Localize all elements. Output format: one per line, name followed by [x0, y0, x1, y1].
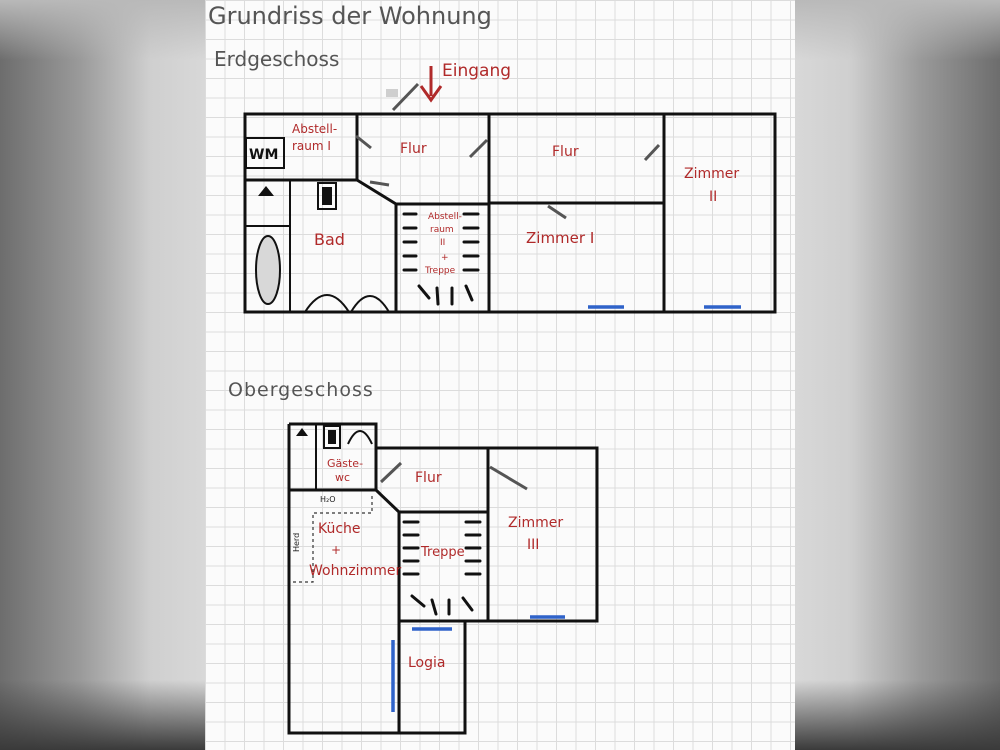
door: [379, 461, 403, 484]
upper-flur-label: Flur: [415, 470, 442, 486]
wm-label: WM: [249, 147, 278, 163]
entrance-arrowhead-icon: [419, 85, 443, 103]
gaestewc-label-line2: wc: [335, 471, 350, 484]
upper-floor-heading: Obergeschoss: [228, 379, 374, 401]
abstellraum2-label-line1: Abstell-: [428, 212, 462, 222]
shower-tray-icon: [328, 430, 336, 444]
lamp-icon: [258, 186, 274, 196]
abstellraum1-label-line2: raum I: [292, 139, 331, 153]
wall: [356, 178, 397, 206]
abstellraum1-label-line1: Abstell-: [292, 122, 337, 136]
shower-tray-icon: [322, 187, 332, 205]
abstellraum2-label-line4: +: [441, 253, 449, 263]
staircase-icon: [402, 212, 480, 306]
door: [547, 204, 567, 220]
plan-title: Grundriss der Wohnung: [208, 2, 492, 30]
door: [369, 180, 390, 187]
entrance-door: [391, 82, 420, 112]
shower-icon: [317, 182, 337, 210]
gaestewc-label-line1: Gäste-: [327, 457, 363, 470]
door: [468, 138, 489, 159]
loggia-label: Logia: [408, 655, 445, 671]
door: [355, 134, 372, 150]
zimmer2-label-line1: Zimmer: [684, 166, 739, 182]
zimmer3-label-line2: III: [527, 537, 539, 553]
wall: [374, 488, 401, 514]
upper-staircase-icon: [402, 520, 482, 616]
bathtub-icon: [255, 235, 281, 305]
entrance-label: Eingang: [442, 61, 511, 81]
door: [489, 465, 528, 491]
abstellraum2-label-line2: raum: [430, 225, 454, 235]
abstellraum2-label-line3: II: [440, 238, 445, 248]
entrance-mark: [386, 89, 398, 97]
zimmer1-label: Zimmer I: [526, 229, 594, 247]
bad-label: Bad: [314, 230, 345, 249]
shower-icon: [323, 425, 341, 449]
grid-paper: Grundriss der Wohnung Erdgeschoss Eingan…: [205, 0, 795, 750]
ground-floor: Erdgeschoss Eingang WM Abstell- raum I F…: [214, 47, 777, 314]
kueche-label-line3: Wohnzimmer: [309, 563, 401, 579]
zimmer3-label-line1: Zimmer: [508, 515, 563, 531]
ground-floor-heading: Erdgeschoss: [214, 47, 339, 71]
zimmer2-label-line2: II: [709, 189, 717, 205]
abstellraum2-label-line5: Treppe: [424, 266, 456, 276]
floor-plan-drawing: Grundriss der Wohnung Erdgeschoss Eingan…: [208, 2, 777, 735]
ground-floor-outline: [243, 112, 777, 314]
toilet-icon: [347, 430, 373, 445]
kueche-label-line2: +: [331, 543, 341, 557]
h2o-label: H₂O: [320, 495, 336, 504]
toilet-icon: [304, 294, 350, 313]
sink-icon: [350, 295, 390, 313]
flur-label-left: Flur: [400, 141, 427, 157]
kueche-label-line1: Küche: [318, 521, 361, 537]
washing-machine-box: [245, 137, 285, 169]
lamp-icon: [296, 428, 308, 436]
upper-floor-outline: [287, 422, 599, 735]
herd-label: Herd: [292, 533, 301, 552]
door: [643, 143, 661, 162]
upper-floor: Obergeschoss Gäste- wc Flur Zimmer III H…: [228, 379, 599, 735]
upper-treppe-label: Treppe: [420, 545, 465, 560]
flur-label-right: Flur: [552, 144, 579, 160]
kitchen-counter-outline: [293, 493, 373, 583]
